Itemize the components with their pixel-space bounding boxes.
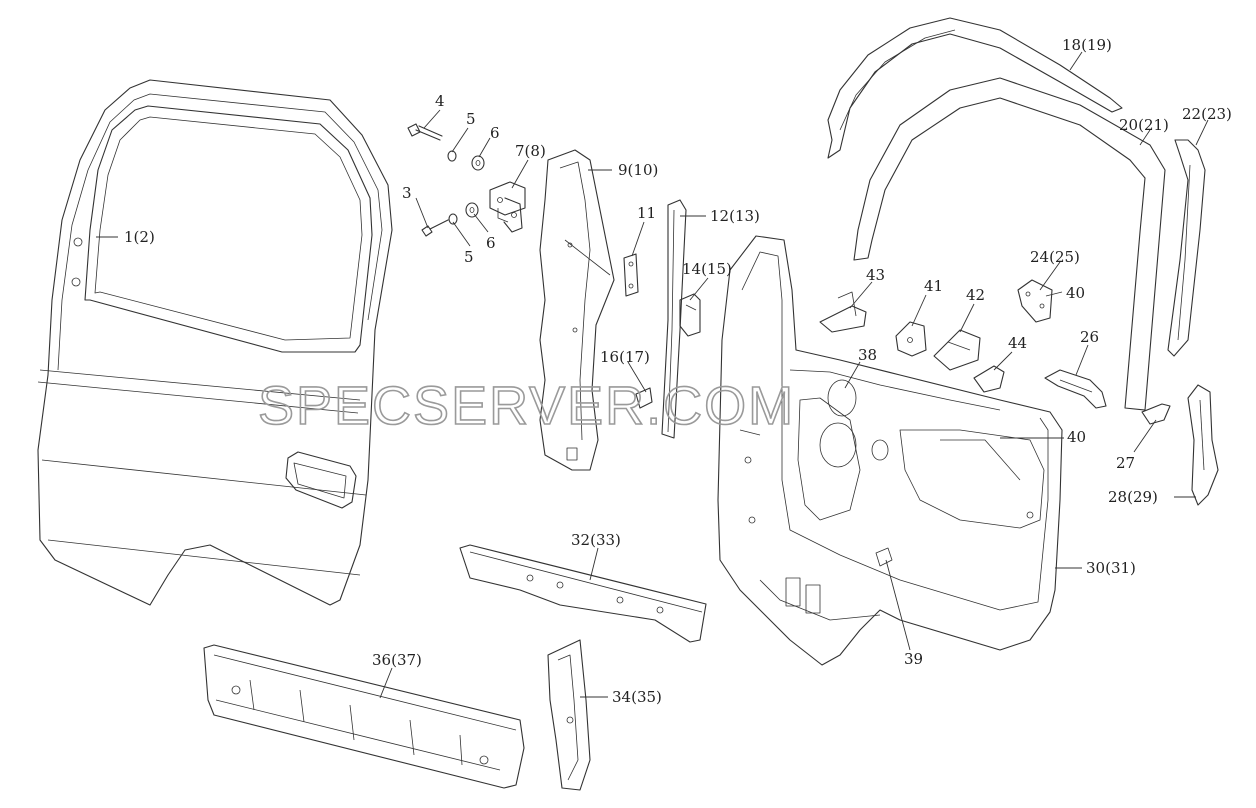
bolt-part-3 <box>421 219 449 237</box>
label-part-6-lower: 6 <box>486 234 496 252</box>
door-hinge-part-7 <box>489 181 526 233</box>
label-part-34: 34(35) <box>612 688 662 706</box>
label-part-5-upper: 5 <box>466 110 476 128</box>
label-part-14: 14(15) <box>682 260 732 278</box>
label-part-20: 20(21) <box>1119 116 1169 134</box>
washer-part-5-upper <box>447 150 457 162</box>
bracket-part-14 <box>679 293 701 337</box>
washer-part-5-lower <box>448 213 458 225</box>
label-part-1: 1(2) <box>124 228 155 246</box>
label-part-42: 42 <box>966 286 985 304</box>
trim-part-27 <box>1141 403 1171 425</box>
door-outer-panel-part-1 <box>37 79 393 606</box>
leader-lines <box>96 51 1209 699</box>
label-part-26: 26 <box>1080 328 1099 346</box>
label-part-16: 16(17) <box>600 348 650 366</box>
label-part-40-lower: 40 <box>1067 428 1086 446</box>
bracket-part-41 <box>895 321 927 357</box>
molding-part-22 <box>1167 139 1206 357</box>
glass-run-channel-part-12 <box>661 199 687 439</box>
label-part-3: 3 <box>402 184 412 202</box>
bracket-part-11 <box>623 253 639 297</box>
watermark-text: SPECSERVER.COM <box>258 376 795 436</box>
label-part-43: 43 <box>866 266 885 284</box>
label-part-28: 28(29) <box>1108 488 1158 506</box>
bracket-part-24 <box>1017 279 1053 323</box>
label-part-38: 38 <box>858 346 877 364</box>
bracket-part-16 <box>635 387 653 409</box>
label-part-11: 11 <box>637 204 656 222</box>
label-part-27: 27 <box>1116 454 1135 472</box>
label-part-7: 7(8) <box>515 142 546 160</box>
label-part-18: 18(19) <box>1062 36 1112 54</box>
label-part-39: 39 <box>904 650 923 668</box>
washer-part-6-upper <box>471 155 485 171</box>
label-part-4: 4 <box>435 92 445 110</box>
label-part-41: 41 <box>924 277 943 295</box>
label-part-44: 44 <box>1008 334 1027 352</box>
label-part-24: 24(25) <box>1030 248 1080 266</box>
label-part-22: 22(23) <box>1182 105 1232 123</box>
label-part-6-upper: 6 <box>490 124 500 142</box>
washer-part-6-lower <box>465 202 479 218</box>
bracket-part-44 <box>973 365 1005 393</box>
label-part-32: 32(33) <box>571 531 621 549</box>
trim-part-28 <box>1187 384 1219 506</box>
bracket-part-42 <box>933 329 981 371</box>
frame-molding-part-20 <box>853 77 1166 411</box>
bolt-part-4 <box>407 123 443 141</box>
hinge-pillar-part-9 <box>539 149 615 471</box>
door-inner-panel-part-30 <box>717 235 1063 666</box>
callout-labels: 1(2) 3 4 5 5 6 6 7(8) 9(10) 11 12(13) 14… <box>124 36 1232 706</box>
label-part-9: 9(10) <box>618 161 658 179</box>
label-part-36: 36(37) <box>372 651 422 669</box>
reinforcement-part-36 <box>203 644 525 789</box>
label-part-40-upper: 40 <box>1066 284 1085 302</box>
label-part-30: 30(31) <box>1086 559 1136 577</box>
bracket-part-26 <box>1044 369 1107 409</box>
weatherstrip-part-18 <box>827 17 1123 159</box>
label-part-12: 12(13) <box>710 207 760 225</box>
label-part-5-lower: 5 <box>464 248 474 266</box>
reinforcement-part-32 <box>459 544 707 643</box>
bracket-part-43 <box>819 291 867 333</box>
reinforcement-part-34 <box>547 639 591 791</box>
